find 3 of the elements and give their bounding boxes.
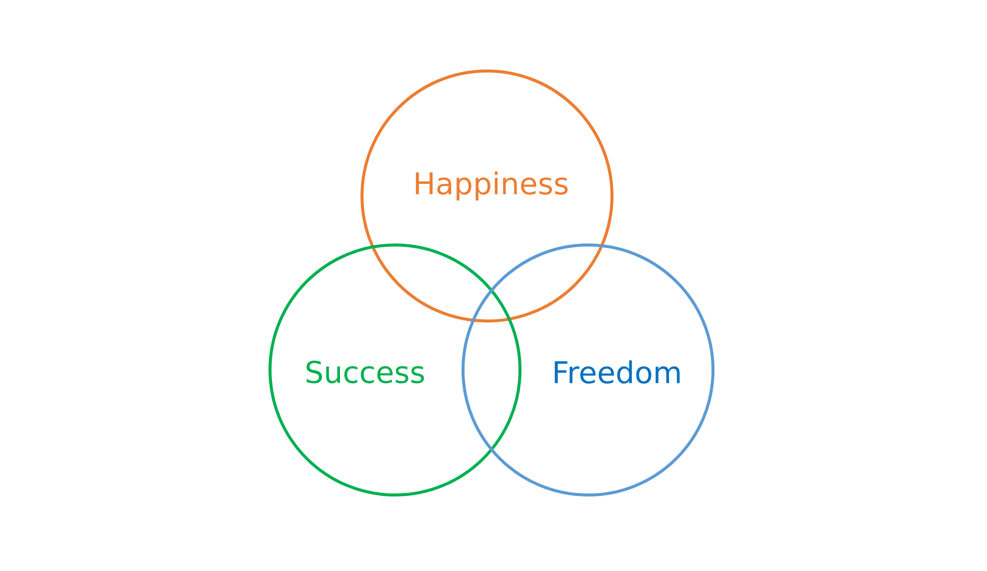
circle-label: Freedom [554,360,680,384]
circle-label: Happiness [416,171,568,201]
circle-label: Success [306,360,424,384]
